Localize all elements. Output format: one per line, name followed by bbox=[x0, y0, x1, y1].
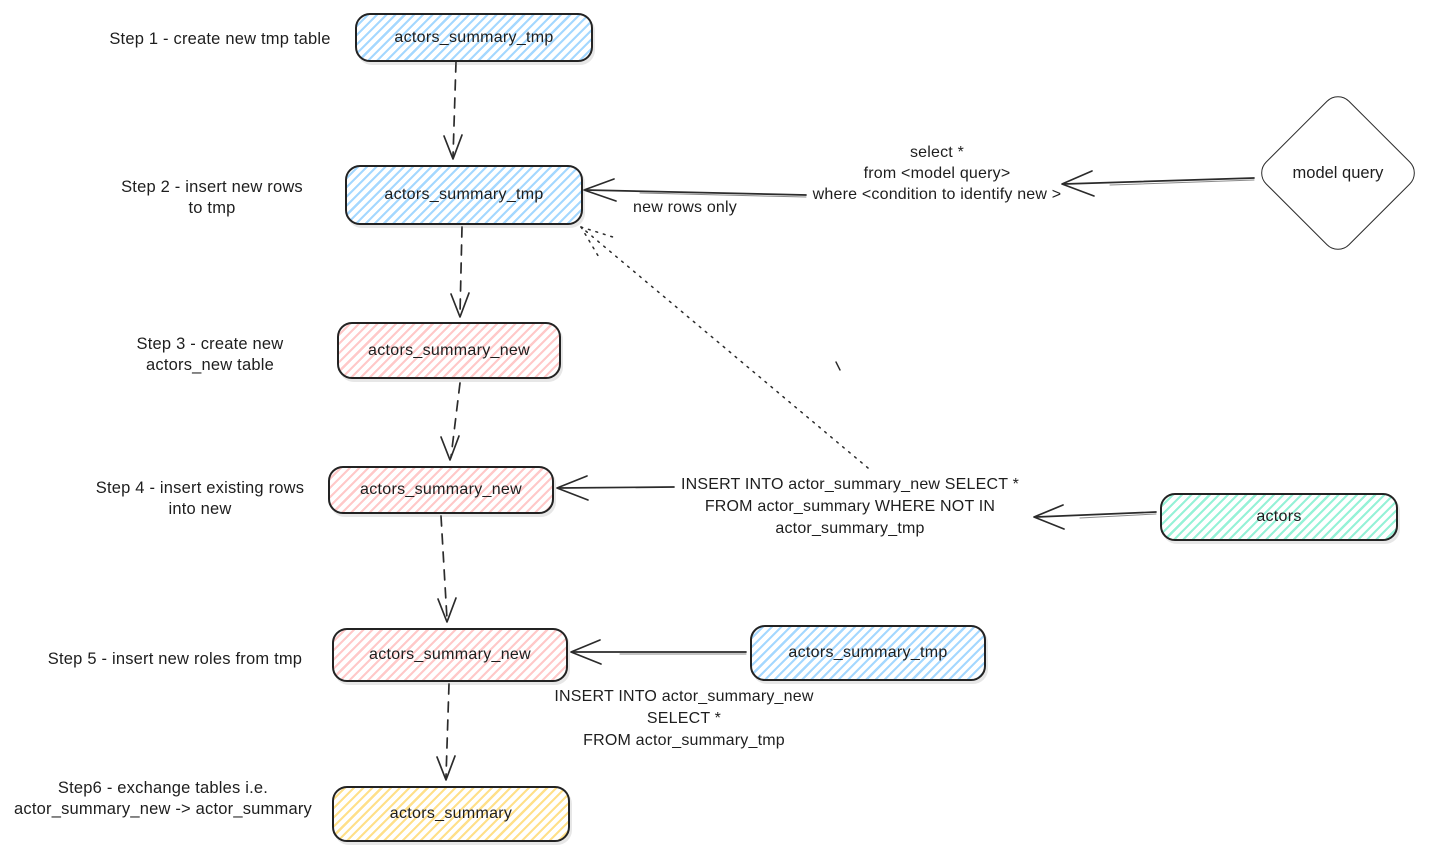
sql-line: INSERT INTO actor_summary_new bbox=[554, 688, 814, 705]
step3-label-line: Step 3 - create new bbox=[136, 335, 284, 353]
node-label: actors_summary_tmp bbox=[384, 186, 544, 203]
query-line: select * bbox=[909, 144, 965, 161]
step2-label-line: to tmp bbox=[188, 199, 236, 217]
arrow-actors-to-sql bbox=[1033, 504, 1157, 530]
node-step2-actors-summary-tmp: actors_summary_tmp bbox=[345, 165, 583, 225]
step4-label-line: Step 4 - insert existing rows bbox=[95, 479, 305, 497]
step4-label: Step 4 - insert existing rows into new bbox=[72, 478, 328, 520]
node-label: actors_summary_new bbox=[368, 341, 530, 359]
step2-label-line: Step 2 - insert new rows bbox=[121, 178, 303, 196]
node-label: actors_summary_tmp bbox=[394, 28, 554, 46]
node-actors: actors bbox=[1160, 493, 1398, 541]
step5-label: Step 5 - insert new roles from tmp bbox=[30, 649, 320, 670]
query-line: where <condition to identify new > bbox=[812, 186, 1062, 203]
step3-label-line: actors_new table bbox=[146, 356, 274, 374]
step6-label-line: Step6 - exchange tables i.e. bbox=[57, 779, 269, 797]
sql-line: INSERT INTO actor_summary_new SELECT * bbox=[680, 476, 1020, 493]
insert-existing-sql-annotation: INSERT INTO actor_summary_new SELECT * F… bbox=[672, 474, 1028, 540]
step5-label-line: Step 5 - insert new roles from tmp bbox=[47, 650, 303, 668]
step6-label-line: actor_summary_new -> actor_summary bbox=[14, 800, 312, 818]
node-label: actors_summary bbox=[389, 805, 513, 822]
arrow-diamond-to-query bbox=[1061, 170, 1255, 197]
node-source-actors-summary-tmp: actors_summary_tmp bbox=[750, 625, 986, 681]
node-label: actors_summary_tmp bbox=[788, 644, 948, 661]
step2-label: Step 2 - insert new rows to tmp bbox=[80, 177, 344, 219]
stray-tick-mark bbox=[835, 361, 841, 371]
dotted-arrow-sql-to-step2 bbox=[580, 226, 869, 469]
arrow-step2-to-step3 bbox=[450, 226, 470, 318]
step1-label-line: Step 1 - create new tmp table bbox=[109, 30, 331, 48]
arrow-step3-to-step4 bbox=[440, 382, 461, 461]
arrow-query-to-step2 bbox=[583, 178, 807, 202]
step3-label: Step 3 - create new actors_new table bbox=[90, 334, 330, 376]
insert-from-tmp-sql-annotation: INSERT INTO actor_summary_new SELECT * F… bbox=[528, 686, 840, 752]
sql-line: FROM actor_summary WHERE NOT IN bbox=[704, 498, 996, 515]
sql-line: actor_summary_tmp bbox=[775, 520, 925, 537]
select-query-annotation: select * from <model query> where <condi… bbox=[772, 142, 1102, 205]
arrow-step1-to-step2 bbox=[443, 61, 463, 160]
arrow-tmp-to-step5 bbox=[570, 639, 747, 665]
query-line: from <model query> bbox=[863, 165, 1011, 182]
new-rows-only-label: new rows only bbox=[633, 199, 737, 216]
node-step3-actors-summary-new: actors_summary_new bbox=[337, 322, 561, 379]
arrow-step4-to-step5 bbox=[437, 515, 457, 623]
step1-label: Step 1 - create new tmp table bbox=[80, 29, 360, 50]
step6-label: Step6 - exchange tables i.e. actor_summa… bbox=[2, 778, 324, 820]
step4-label-line: into new bbox=[168, 500, 232, 518]
node-label: actors_summary_new bbox=[369, 646, 531, 663]
node-label: actors_summary_new bbox=[360, 481, 522, 498]
node-label: actors bbox=[1256, 508, 1302, 525]
node-step4-actors-summary-new: actors_summary_new bbox=[328, 466, 554, 514]
arrow-sql-to-step4 bbox=[556, 475, 675, 501]
arrow-step5-to-step6 bbox=[436, 683, 456, 781]
node-step5-actors-summary-new: actors_summary_new bbox=[332, 628, 568, 682]
sql-line: FROM actor_summary_tmp bbox=[583, 732, 785, 749]
node-step6-actors-summary: actors_summary bbox=[332, 786, 570, 842]
node-label: model query bbox=[1292, 163, 1384, 182]
sql-line: SELECT * bbox=[646, 710, 722, 727]
node-step1-actors-summary-tmp: actors_summary_tmp bbox=[355, 13, 593, 62]
